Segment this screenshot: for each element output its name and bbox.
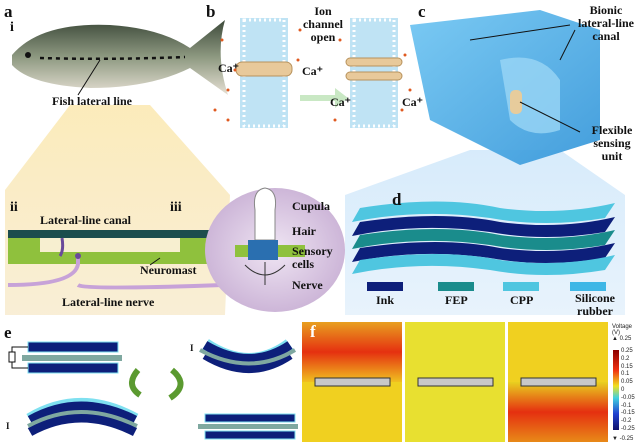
- label-hair: Hair: [292, 224, 316, 238]
- panel-label-iii: iii: [170, 200, 182, 215]
- panel-label-i: i: [10, 20, 14, 35]
- label-nerve: Nerve: [292, 278, 323, 292]
- colorbar-tick: 0: [621, 386, 625, 393]
- legend-swatch-fep: [438, 282, 474, 291]
- colorbar-tick: -0.1: [621, 402, 632, 409]
- colorbar-title: Voltage (V): [612, 324, 633, 336]
- arrow-icon: [300, 88, 348, 108]
- canal-cross-section: [7, 230, 224, 290]
- label-fish-lateral-line: Fish lateral line: [52, 94, 132, 108]
- label-lateral-line-nerve: Lateral-line nerve: [62, 295, 155, 309]
- colorbar-tick: -0.25: [621, 425, 635, 432]
- legend-label-cpp: CPP: [510, 293, 534, 307]
- label-lateral-line-canal: Lateral-line canal: [40, 213, 131, 227]
- label-flexible-unit: Flexible sensing unit: [591, 123, 633, 163]
- label-bionic-canal: Bionic lateral-line canal: [578, 3, 634, 43]
- label-neuromast: Neuromast: [140, 263, 197, 277]
- legend-label-fep: FEP: [445, 293, 468, 307]
- label-ca-2: Ca⁺: [302, 64, 323, 78]
- sensor-state-bent-up: [199, 339, 297, 373]
- colorbar-tick: -0.05: [621, 394, 635, 401]
- neuromast-drawing: [235, 187, 305, 285]
- legend-label-ink: Ink: [376, 293, 395, 307]
- legend-swatch-cpp: [503, 282, 539, 291]
- panel-label-b: b: [206, 2, 216, 21]
- colorbar-tick: -0.2: [621, 418, 632, 425]
- label-ca-1: Ca⁺: [218, 61, 239, 75]
- colorbar: [613, 350, 619, 430]
- legend-swatch-ink: [367, 282, 403, 291]
- panel-label-f: f: [310, 322, 316, 341]
- legend-swatch-silicone: [570, 282, 606, 291]
- label-current-1: I: [190, 343, 194, 353]
- sensing-unit: [510, 90, 522, 114]
- legend-label-silicone: Silicone rubber: [574, 291, 615, 318]
- colorbar-ticks: 0.25 0.2 0.15 0.1 0.05 0 -0.05 -0.1 -0.1…: [621, 348, 635, 432]
- ca-ions: [213, 28, 412, 122]
- colorbar-tick: 0.1: [621, 371, 630, 378]
- colorbar-tick: -0.15: [621, 410, 635, 417]
- panel-label-d: d: [392, 190, 402, 209]
- label-current-2: I: [6, 421, 10, 431]
- panel-label-c: c: [418, 2, 426, 21]
- sensor-state-flat-2: [198, 413, 298, 440]
- simulation-panels: [302, 322, 608, 442]
- lateral-line-dots: [39, 55, 186, 61]
- cycle-arrow-icon: [168, 367, 184, 401]
- label-ca-4: Ca⁺: [402, 95, 423, 109]
- label-cupula: Cupula: [292, 199, 331, 213]
- label-ion-channel-open: Ion channel open: [302, 4, 343, 44]
- sensor-state-flat-1: [8, 341, 122, 374]
- ion-channel-closed: [235, 18, 293, 128]
- colorbar-tick: 0.25: [621, 348, 633, 354]
- panel-label-a: a: [4, 2, 13, 21]
- bionic-canal-box: [410, 10, 600, 165]
- label-ca-3: Ca⁺: [330, 95, 351, 109]
- colorbar-tick: 0.05: [621, 379, 633, 386]
- panel-label-ii: ii: [10, 200, 18, 215]
- fish-illustration: [12, 20, 228, 96]
- sensor-state-bent-down: [26, 398, 139, 437]
- layer-stack: [352, 201, 615, 275]
- ion-channel-open: [345, 18, 403, 128]
- panel-label-e: e: [4, 323, 12, 342]
- colorbar-max: ▲ 0.25: [612, 336, 632, 342]
- label-sensory-cells: Sensory cells: [292, 244, 333, 271]
- colorbar-tick: 0.15: [621, 363, 633, 370]
- colorbar-min: ▼ -0.25: [612, 436, 634, 442]
- cycle-arrow-icon: [129, 368, 142, 398]
- colorbar-tick: 0.2: [621, 355, 630, 362]
